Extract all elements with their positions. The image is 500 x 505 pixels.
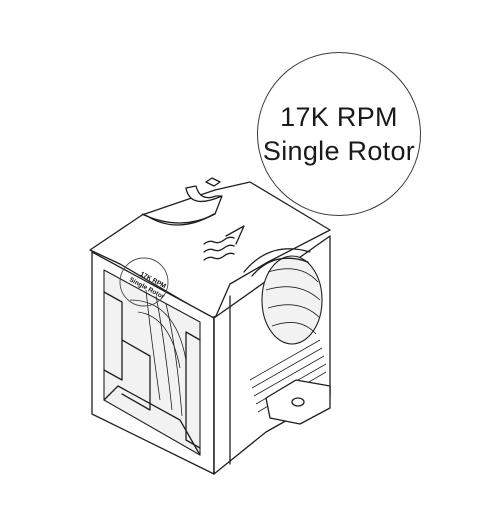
rotor-blade-3 xyxy=(165,303,183,417)
airflow-arrow-icon xyxy=(203,225,245,261)
side-blade-4 xyxy=(271,322,317,335)
rib-a xyxy=(249,339,321,381)
rotor-blade-2 xyxy=(155,295,173,411)
callout-circle: 17K RPM Single Rotor xyxy=(257,52,421,216)
callout-line2: Single Rotor xyxy=(262,136,416,166)
rotor-blade-1 xyxy=(145,289,161,401)
top-intake-curve xyxy=(143,213,215,226)
rib-c xyxy=(253,355,325,397)
top-clip xyxy=(205,177,221,187)
mounting-tab xyxy=(265,379,331,425)
label-circle xyxy=(119,257,169,307)
side-blade-2 xyxy=(265,286,321,301)
right-intake-curve-inner xyxy=(251,257,309,277)
rib-b xyxy=(251,347,323,389)
rotor-arc-inner xyxy=(137,311,181,369)
front-bottom-ledge xyxy=(103,385,201,456)
right-intake-curve xyxy=(243,248,311,273)
rotor-arc-outer xyxy=(129,299,187,361)
mounting-hole xyxy=(291,397,305,407)
top-intake-rim xyxy=(141,185,223,224)
front-lower-panel xyxy=(121,339,151,411)
side-blade-3 xyxy=(267,304,321,319)
side-blade-1 xyxy=(267,268,319,283)
side-rotor-opening xyxy=(261,255,323,345)
callout-line1: 17K RPM xyxy=(280,102,398,132)
front-rib-left xyxy=(103,291,123,381)
